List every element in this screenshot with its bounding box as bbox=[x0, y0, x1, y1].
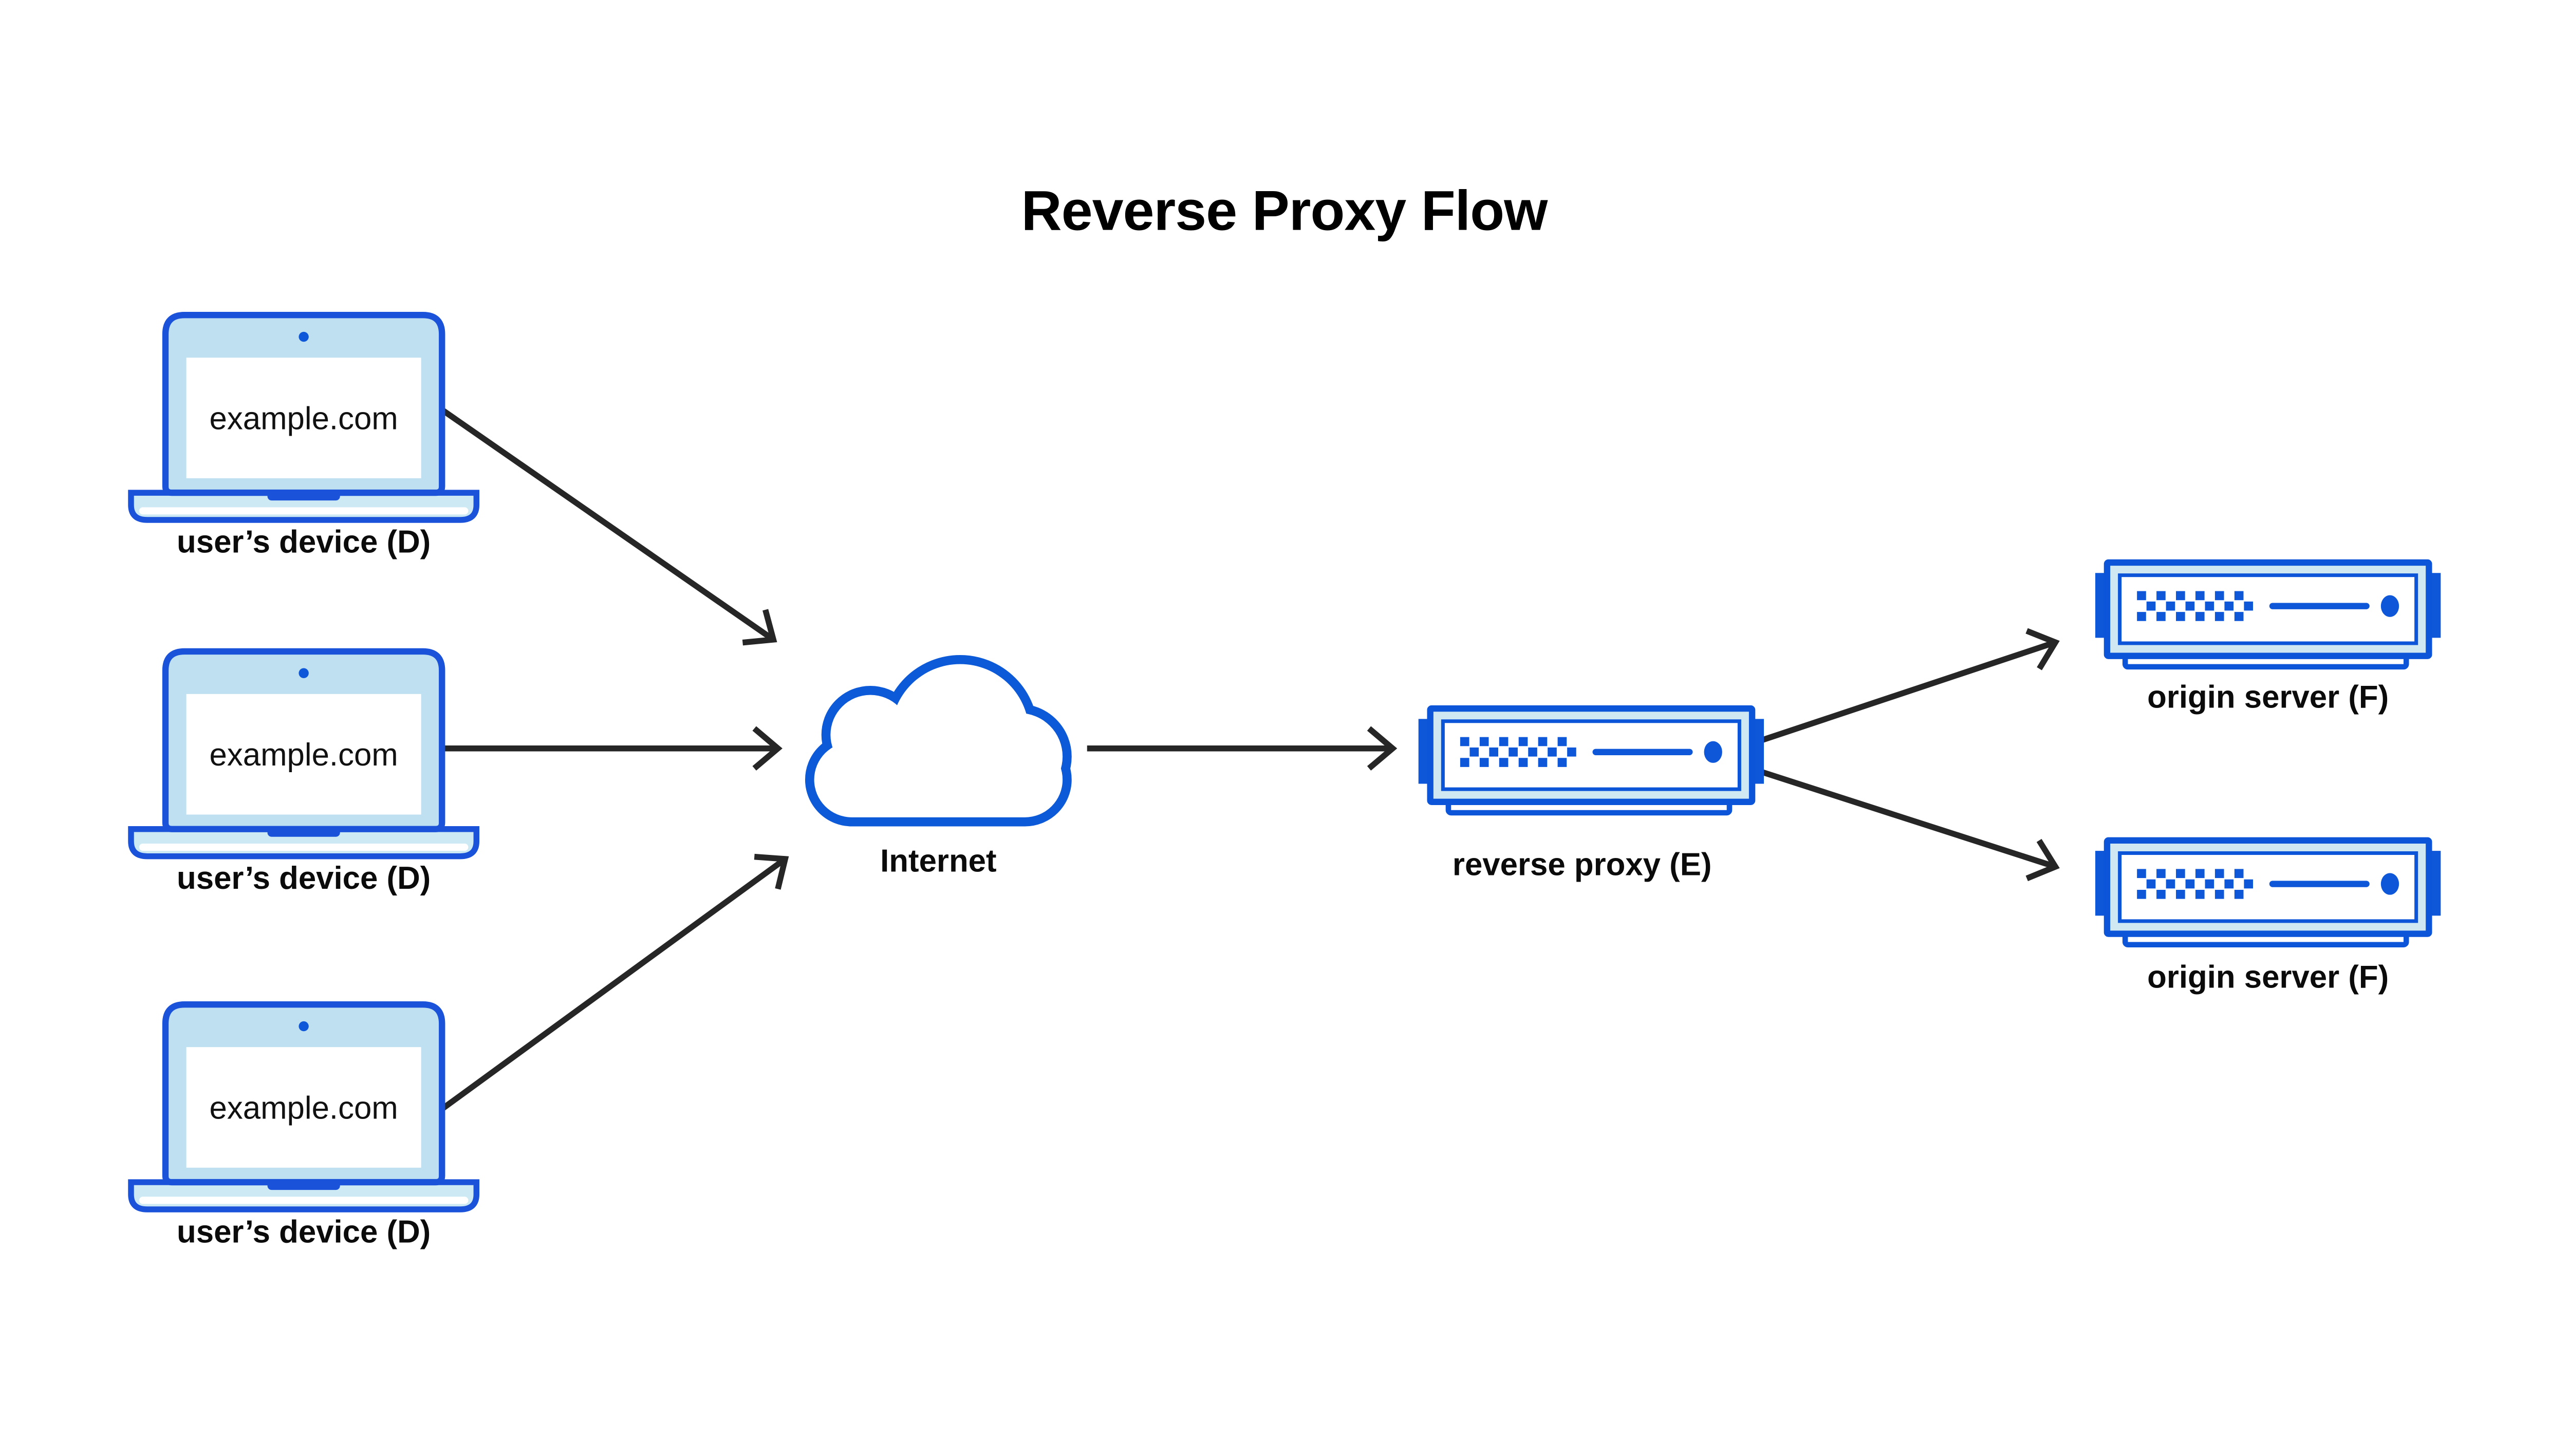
internet-label: Internet bbox=[880, 844, 996, 879]
server-icon bbox=[1419, 708, 1764, 813]
node-origin-server-2: origin server (F) bbox=[2095, 841, 2441, 995]
arrow-reverse-proxy-to-origin-server-1 bbox=[1758, 628, 2060, 744]
origin-server-label: origin server (F) bbox=[2147, 679, 2389, 715]
arrow-device-1-to-internet bbox=[440, 407, 777, 646]
node-internet: Internet bbox=[805, 655, 1072, 879]
node-user-device-2: example.com user’s device (D) bbox=[131, 651, 476, 896]
node-reverse-proxy: reverse proxy (E) bbox=[1419, 708, 1764, 883]
device-screen-url: example.com bbox=[210, 1091, 398, 1126]
device-label: user’s device (D) bbox=[177, 525, 431, 560]
reverse-proxy-label: reverse proxy (E) bbox=[1453, 847, 1712, 883]
node-user-device-3: example.com user’s device (D) bbox=[131, 1004, 476, 1249]
arrow-reverse-proxy-to-origin-server-2 bbox=[1758, 768, 2060, 882]
device-screen-url: example.com bbox=[210, 737, 398, 773]
cloud-icon bbox=[805, 655, 1072, 827]
device-label: user’s device (D) bbox=[177, 1214, 431, 1249]
arrow-device-3-to-internet bbox=[439, 853, 789, 1112]
node-user-device-1: example.com user’s device (D) bbox=[131, 315, 476, 560]
device-label: user’s device (D) bbox=[177, 861, 431, 896]
page-title: Reverse Proxy Flow bbox=[1021, 179, 1549, 242]
server-icon bbox=[2095, 841, 2441, 945]
device-screen-url: example.com bbox=[210, 401, 398, 437]
server-icon bbox=[2095, 563, 2441, 667]
node-origin-server-1: origin server (F) bbox=[2095, 563, 2441, 715]
origin-server-label: origin server (F) bbox=[2147, 960, 2389, 995]
